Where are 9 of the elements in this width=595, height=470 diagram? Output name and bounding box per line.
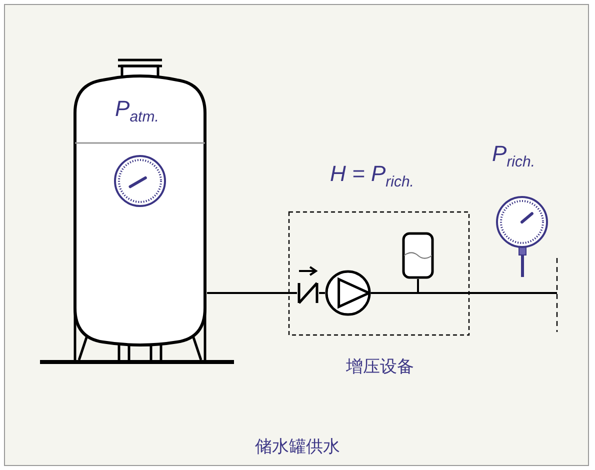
pressure-label: P$_{atm.}$ — [115, 98, 159, 124]
pressure-formula: H = P$_{rich.}$ — [330, 163, 414, 190]
pipe-line — [319, 292, 325, 294]
pressure-label: P$_{rich.}$ — [492, 143, 536, 170]
pipe-line — [417, 279, 419, 293]
pipe-line — [371, 292, 557, 294]
caption: 储水罐供水 — [255, 437, 340, 458]
equipment-label: 增压设备 — [346, 357, 414, 378]
pipe-line — [207, 292, 297, 294]
